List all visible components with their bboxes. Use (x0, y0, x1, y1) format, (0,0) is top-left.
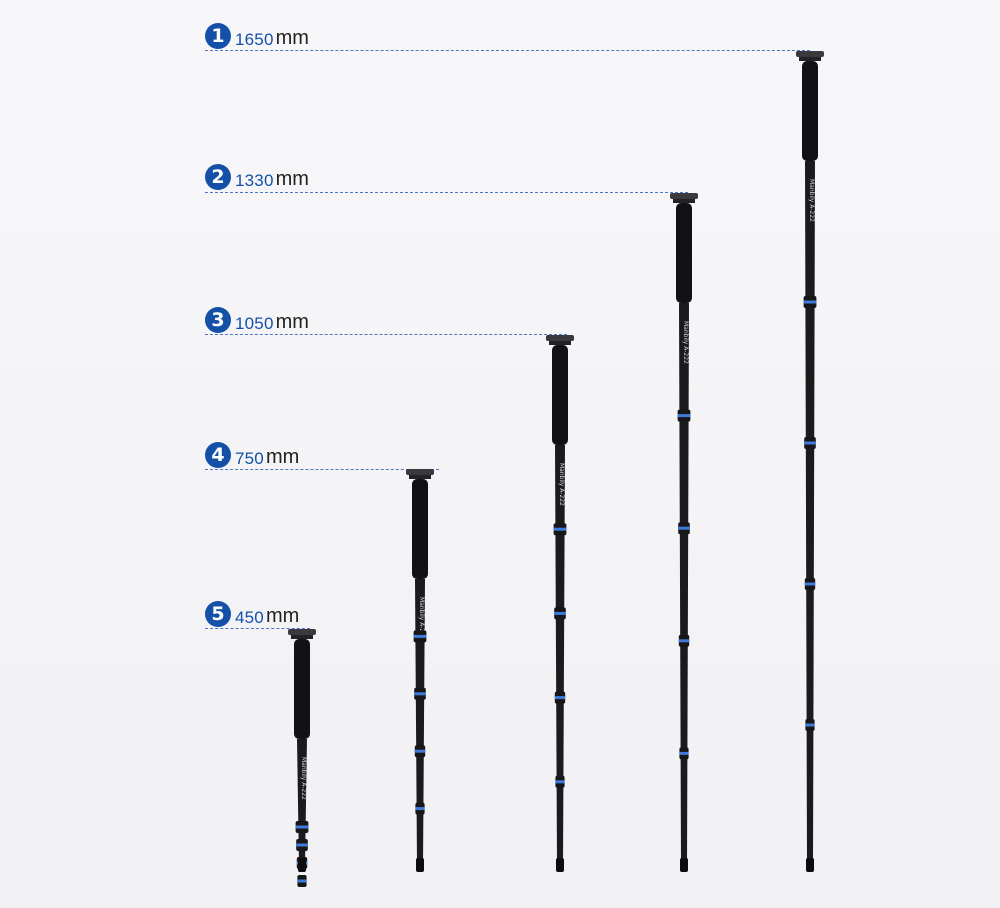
pole-shaft (415, 579, 425, 866)
twist-lock-accent (677, 414, 691, 418)
twist-lock-accent (555, 780, 565, 784)
mounting-plate (796, 51, 824, 57)
number-badge-2: 2 (205, 164, 231, 190)
rubber-foot (416, 858, 424, 872)
twist-lock-accent (296, 843, 308, 847)
mounting-plate (670, 193, 698, 199)
twist-lock-accent (415, 807, 425, 811)
brand-print: Manbily A-222 (300, 757, 307, 800)
mounting-plate (546, 335, 574, 341)
brand-print: Manbily A-222 (808, 179, 815, 222)
height-label-3: 3 1050 mm (205, 307, 309, 333)
height-label-4: 4 750 mm (205, 442, 300, 468)
rubber-foot (806, 858, 814, 872)
twist-lock-accent (678, 639, 690, 643)
monopole-3: Manbily A-222 (546, 335, 574, 872)
brand-print: Manbily A-222 (558, 463, 565, 506)
rubber-foot (556, 858, 564, 872)
twist-lock-accent (414, 692, 426, 696)
height-value-4: 750 (235, 449, 264, 468)
twist-lock-accent (803, 300, 817, 304)
pole-shaft (555, 445, 565, 866)
number-badge-4: 4 (205, 442, 231, 468)
monopole-2: Manbily A-222 (670, 193, 698, 872)
height-label-1: 1 1650 mm (205, 23, 309, 49)
height-value-2: 1330 (235, 171, 274, 190)
twist-lock-accent (297, 879, 307, 883)
pole-shaft (297, 739, 307, 866)
mounting-plate (406, 469, 434, 475)
height-unit-5: mm (265, 605, 300, 627)
twist-lock-accent (678, 526, 690, 530)
mounting-plate-base (291, 635, 313, 639)
height-unit-1: mm (275, 27, 309, 49)
twist-lock-accent (679, 751, 689, 755)
height-unit-4: mm (265, 446, 300, 468)
brand-print: Manbily A-222 (682, 321, 689, 364)
twist-lock-accent (295, 825, 309, 829)
height-guide-line-3 (205, 334, 567, 335)
mounting-plate-base (549, 341, 571, 345)
foam-grip (294, 639, 310, 739)
twist-lock-accent (804, 582, 816, 586)
number-badge-3: 3 (205, 307, 231, 333)
mounting-plate-base (673, 199, 695, 203)
monopole-1: Manbily A-222 (796, 51, 824, 872)
mounting-plate-base (799, 57, 821, 61)
height-label-5: 5 450 mm (205, 601, 300, 627)
mounting-plate-base (409, 475, 431, 479)
twist-lock-accent (413, 634, 427, 638)
height-guide-line-1 (205, 50, 810, 51)
height-guide-line-2 (205, 192, 688, 193)
rubber-foot (298, 858, 306, 872)
monopole-4: Manbily A-222 (406, 469, 434, 872)
number-badge-5: 5 (205, 601, 231, 627)
twist-lock-accent (554, 611, 566, 615)
height-label-2: 2 1330 mm (205, 164, 309, 190)
brand-print: Manbily A-222 (418, 597, 425, 640)
height-guide-line-4 (205, 469, 439, 470)
foam-grip (676, 203, 692, 303)
pole-shaft (679, 303, 689, 866)
twist-lock-accent (804, 441, 816, 445)
number-badge-1: 1 (205, 23, 231, 49)
height-value-3: 1050 (235, 314, 274, 333)
twist-lock-accent (553, 527, 567, 531)
foam-grip (412, 479, 428, 579)
mounting-plate (288, 629, 316, 635)
height-guide-line-5 (205, 628, 310, 629)
rubber-foot (680, 858, 688, 872)
height-value-5: 450 (235, 608, 264, 627)
monopole-5: Manbily A-222 (288, 629, 316, 887)
twist-lock-accent (414, 749, 426, 753)
pole-shaft (805, 161, 815, 866)
foam-grip (802, 61, 818, 161)
twist-lock-accent (554, 696, 566, 700)
twist-lock-accent (805, 723, 815, 727)
height-value-1: 1650 (235, 30, 274, 49)
foam-grip (552, 345, 568, 445)
height-unit-3: mm (275, 311, 309, 333)
height-unit-2: mm (275, 168, 309, 190)
